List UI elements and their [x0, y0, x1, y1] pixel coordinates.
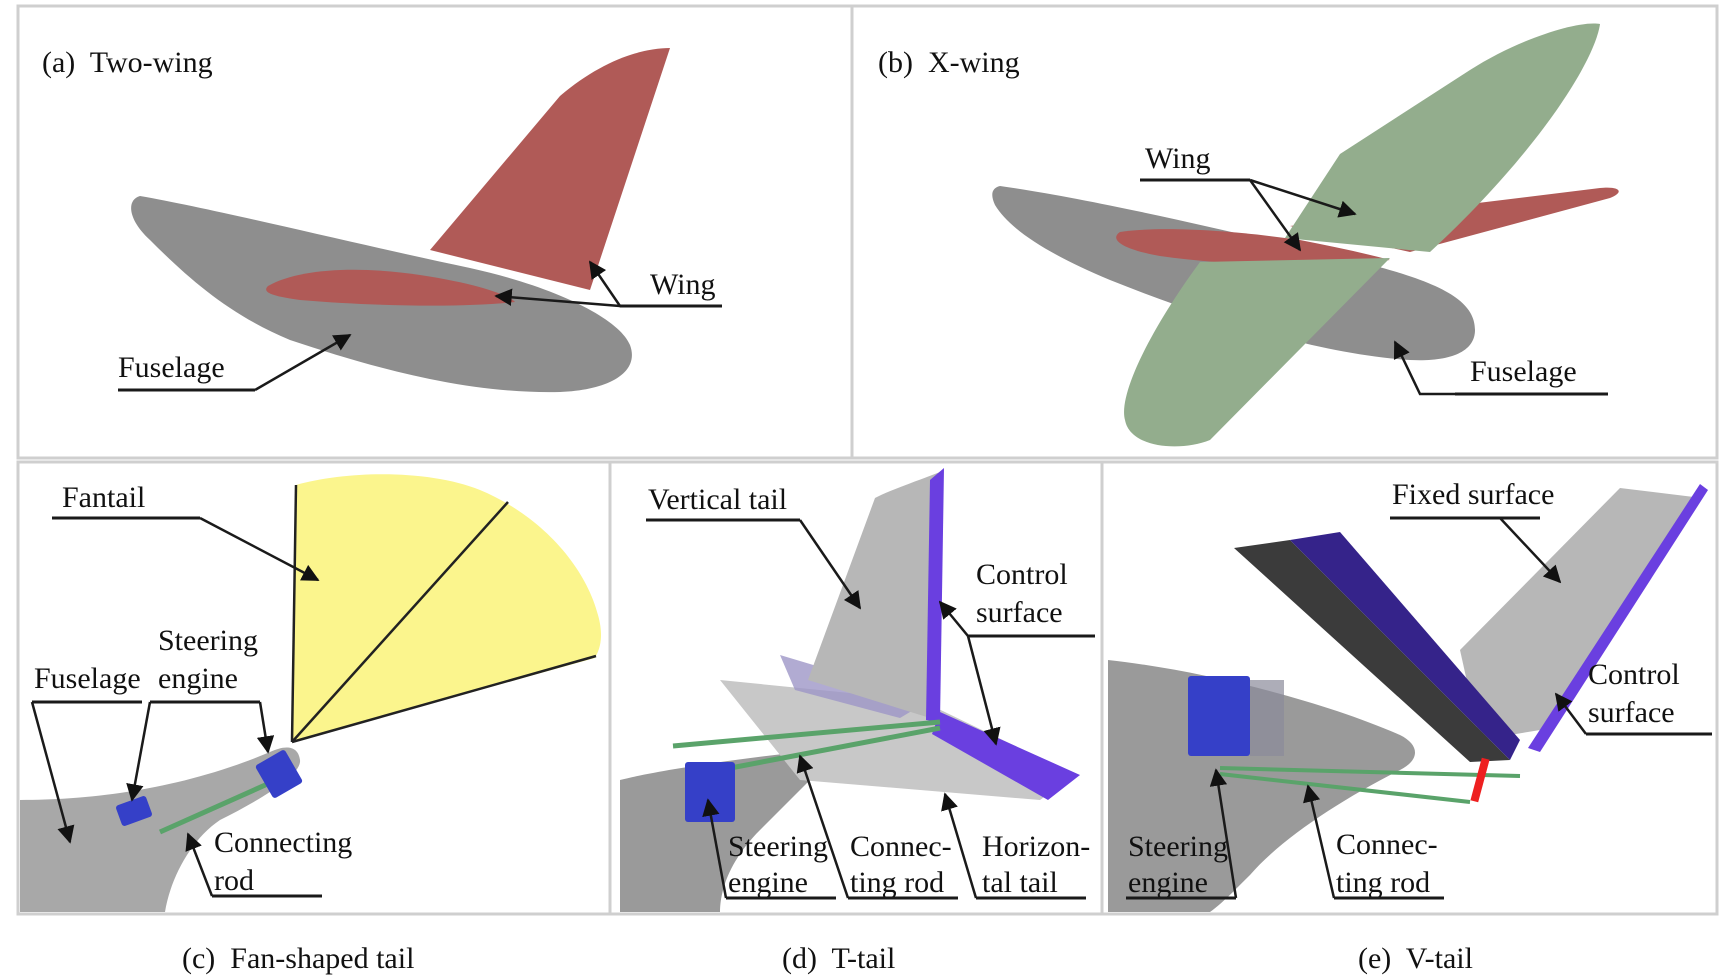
panel-d-rod-line2: ting rod	[850, 866, 944, 899]
panel-c-fuselage-leader	[30, 701, 75, 844]
panel-d-servo	[685, 762, 735, 822]
panel-d-rod-leader	[796, 754, 850, 899]
panel-b-green-wing-lower	[1124, 258, 1390, 447]
panel-a-upper-wing-shape	[430, 48, 670, 290]
panel-d-caption: (d) T-tail	[782, 942, 895, 975]
panel-d-rudder	[926, 468, 944, 722]
panel-c-rod-leader	[185, 832, 214, 897]
panel-c-fuselage-label: Fuselage	[34, 662, 141, 695]
panel-a-wing-label: Wing	[650, 268, 715, 301]
panel-e-steering-line1: Steering	[1128, 830, 1228, 863]
panel-b-wing-leader-1	[1249, 178, 1357, 218]
panel-e-rod-upper	[1219, 766, 1521, 778]
panel-c-steering-line2: engine	[158, 662, 238, 695]
panel-d-control-line2: surface	[976, 596, 1063, 629]
panel-d-steering-leader	[702, 798, 728, 899]
panel-e-fuselage-shape	[1108, 660, 1415, 912]
panel-b-wing-leader-2	[1248, 179, 1302, 252]
panel-e-control-joint	[1470, 757, 1490, 803]
panel-d: Vertical tail Control surface Steering e…	[608, 460, 1104, 975]
panel-d-control-line1: Control	[976, 558, 1068, 591]
panel-d-horizontal-line2: tal tail	[982, 866, 1058, 899]
panel-e-right-control	[1528, 484, 1708, 752]
panel-e-servo	[1188, 676, 1250, 756]
panel-b-fuselage-leader	[1393, 340, 1455, 396]
panel-d-steering-line2: engine	[728, 866, 808, 899]
panel-c-fantail-leader	[199, 516, 320, 582]
panel-c-fantail-shape	[292, 474, 602, 742]
panel-c-steering-line1: Steering	[158, 624, 258, 657]
panel-e-steering-line2: engine	[1128, 866, 1208, 899]
panel-d-rod-lower	[719, 725, 941, 773]
panel-c-fantail-label: Fantail	[62, 481, 145, 514]
panel-d-vertical-label: Vertical tail	[648, 483, 787, 516]
panel-a-fuselage-label: Fuselage	[118, 351, 225, 384]
panel-a-wing-leader-2	[494, 288, 621, 308]
panel-e-rod-lower	[1219, 772, 1471, 804]
panel-c-fantail-rib-2	[291, 501, 509, 743]
panel-d-control-leader-1	[938, 600, 969, 637]
panel-e-left-control	[1290, 532, 1520, 760]
panel-e-rod-leader	[1303, 784, 1336, 899]
panel-c-rod-line1: Connecting	[214, 826, 352, 859]
panel-e-fixed-label: Fixed surface	[1392, 478, 1554, 511]
panel-a-lower-wing-shape	[266, 269, 515, 306]
panel-d-fuselage-shape	[620, 752, 830, 912]
panel-c: Fantail Steering engine Fuselage Connect…	[16, 460, 612, 975]
panel-b-wing-label: Wing	[1145, 142, 1210, 175]
panel-e-fixed-surface-left	[1234, 540, 1510, 762]
panel-c-fantail-rib-1	[290, 484, 298, 743]
panel-b-title: (b) X-wing	[878, 46, 1020, 79]
panel-d-steering-line1: Steering	[728, 830, 828, 863]
panel-e-rod-line1: Connec-	[1336, 828, 1438, 861]
panel-b-fuselage-label: Fuselage	[1470, 355, 1577, 388]
panel-d-horizontal-line1: Horizon-	[982, 830, 1090, 863]
panel-a-title: (a) Two-wing	[42, 46, 213, 79]
panel-b: (b) X-wing Wing Fuselage	[850, 4, 1719, 460]
panel-e: Fixed surface Control surface Steering e…	[1100, 460, 1719, 975]
panel-d-control-leader-2	[966, 635, 1001, 746]
panel-d-elevator	[932, 712, 1080, 800]
panel-d-rod-upper	[672, 719, 941, 749]
panel-e-fixed-leader	[1499, 517, 1562, 584]
panel-c-fantail-rib-3	[291, 654, 597, 744]
panel-e-fixed-surface-right	[1460, 488, 1702, 740]
panel-a-fuselage-leader	[254, 333, 352, 392]
panel-c-connecting-rod	[158, 779, 274, 835]
panel-c-front-servo	[116, 796, 152, 826]
panel-e-control-line1: Control	[1588, 658, 1680, 691]
panel-e-caption: (e) V-tail	[1358, 942, 1473, 975]
panel-c-caption: (c) Fan-shaped tail	[182, 942, 414, 975]
panel-e-control-leader	[1554, 692, 1587, 735]
panel-b-red-wing-left	[1116, 229, 1390, 265]
panel-e-servo-shadow	[1250, 680, 1284, 756]
panel-d-vertical-leader	[798, 519, 862, 610]
panel-c-rod-line2: rod	[214, 864, 254, 897]
panel-c-steering-leader-2	[256, 701, 275, 754]
panel-c-rear-servo	[255, 750, 303, 798]
panel-e-steering-leader	[1209, 768, 1238, 899]
panel-e-control-line2: surface	[1588, 696, 1675, 729]
panel-d-vertical-tail	[808, 472, 940, 718]
panel-d-horizontal-leader	[941, 792, 978, 899]
panel-d-rod-line1: Connec-	[850, 830, 952, 863]
panel-b-green-wing-upper	[1285, 23, 1600, 252]
panel-e-rod-line2: ting rod	[1336, 866, 1430, 899]
panel-c-steering-leader-1	[126, 701, 152, 802]
panel-a: (a) Two-wing Wing Fuselage	[16, 4, 854, 460]
